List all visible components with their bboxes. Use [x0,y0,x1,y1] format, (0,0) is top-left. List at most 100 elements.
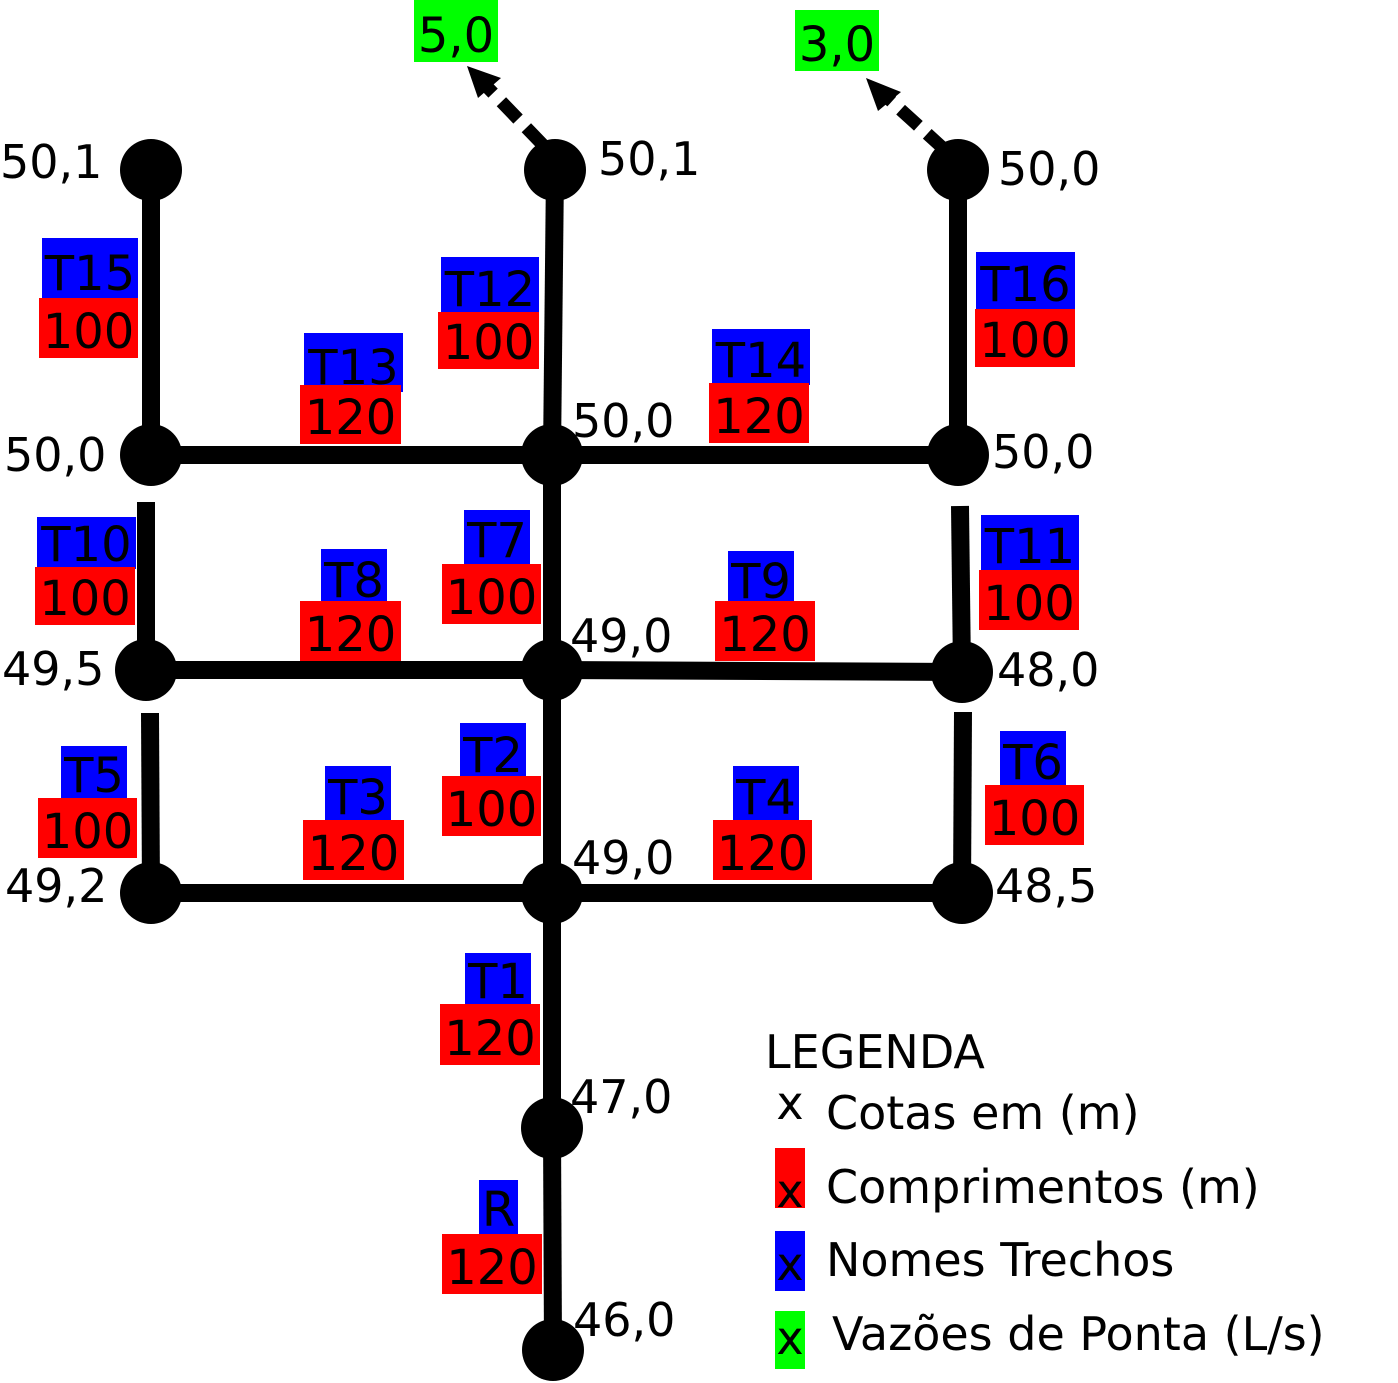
legend-symbol: x [776,1311,803,1365]
node-elevation: 49,0 [572,831,674,885]
node-elevation: 49,2 [5,859,107,913]
segment-length: 100 [446,782,538,838]
segment-length-box [975,309,1075,367]
node-n10 [120,862,182,924]
flow-arrow-shaft [880,90,950,155]
segment-length-box [438,312,539,369]
segment-length: 120 [305,607,397,663]
segment-name-box [479,1180,518,1234]
segment-name-box [321,549,387,605]
flow-arrows-layer [467,66,950,155]
node-elevation: 50,1 [598,132,700,186]
legend-swatch [775,1311,805,1369]
node-n9 [931,641,993,703]
segment-name-box [304,333,403,392]
legend-symbol: x [776,1076,803,1130]
segment-name: T2 [462,728,523,784]
legend-symbol: x [776,1237,803,1291]
pipe-t9 [551,661,963,681]
pipe-t12 [543,169,564,456]
segment-length-box [300,601,401,661]
segment-name: T5 [63,748,124,804]
node-n5 [521,424,583,486]
segment-name: T10 [40,517,131,573]
segment-name-box [733,766,799,822]
flow-value-box [414,0,498,62]
segment-name: T6 [1002,735,1063,791]
flow-value-box [795,10,879,71]
legend-item-label: Vazões de Ponta (L/s) [832,1307,1325,1361]
segment-length: 120 [719,607,811,663]
segment-length: 120 [717,826,809,882]
segment-name-box [464,510,530,565]
segment-name: T4 [735,770,796,826]
legend-title: LEGENDA [765,1025,985,1079]
node-elevation: 46,0 [573,1293,675,1347]
flow-arrow-head-icon [467,66,501,98]
segment-name-box [728,551,794,606]
segment-name: T3 [327,770,388,826]
segment-length-box [442,564,541,624]
node-n13 [521,1097,583,1159]
segment-length-box [709,383,809,443]
node-n14 [522,1319,584,1381]
node-elevation: 48,5 [995,859,1097,913]
segment-length-box [39,298,138,358]
legend-swatch [775,1148,805,1208]
segment-length-box [979,570,1079,630]
segment-length-box [715,601,815,661]
segment-name-box [325,766,391,822]
node-n11 [521,862,583,924]
segment-name-box [712,329,810,385]
segment-name: T8 [323,553,384,609]
segment-length-box [440,1004,540,1065]
segment-name: T1 [467,954,528,1010]
node-elevation: 50,0 [998,142,1100,196]
segment-name-box [61,746,127,800]
flow-arrow-head-icon [866,78,901,111]
node-elevation: 50,0 [4,428,106,482]
node-elevation: 49,5 [2,642,104,696]
legend-item-label: Cotas em (m) [826,1086,1140,1140]
segment-length: 100 [443,315,535,371]
segment-length-box [442,776,541,836]
segment-length: 100 [979,313,1071,369]
legend-symbol: x [776,1164,803,1218]
peak-flow-value: 5,0 [418,8,494,64]
node-elevation: 50,1 [0,135,102,189]
node-n7 [115,639,177,701]
segment-name-box [976,252,1075,309]
segment-length: 120 [308,826,400,882]
nodes-layer [115,139,993,1381]
segment-name: T14 [715,333,806,389]
segment-length: 100 [989,791,1081,847]
segment-length-box [300,385,401,444]
segment-length: 100 [42,804,134,860]
segment-name: T9 [730,554,791,610]
segment-name-box [465,953,531,1006]
segment-length: 100 [39,571,131,627]
segment-length-box [35,567,135,625]
segment-length: 100 [43,304,135,360]
pipes-layer [137,169,972,1351]
node-elevation: 49,0 [570,609,672,663]
flow-arrow-shaft [479,78,548,150]
segment-name-box [441,257,539,314]
segment-name-box [460,723,526,780]
segment-length: 120 [305,390,397,446]
segment-length: 100 [446,570,538,626]
segment-name: T16 [979,257,1070,313]
segment-length-box [713,820,812,880]
node-n1 [120,139,182,201]
segment-length: 100 [983,576,1075,632]
node-elevation: 50,0 [992,425,1094,479]
segment-length-box [985,785,1084,845]
segment-name-box [37,517,136,569]
node-elevation: 47,0 [570,1070,672,1124]
legend-swatch [775,1231,805,1291]
segment-length-box [303,820,404,880]
legend-item-label: Comprimentos (m) [826,1160,1260,1214]
segment-length: 120 [713,389,805,445]
